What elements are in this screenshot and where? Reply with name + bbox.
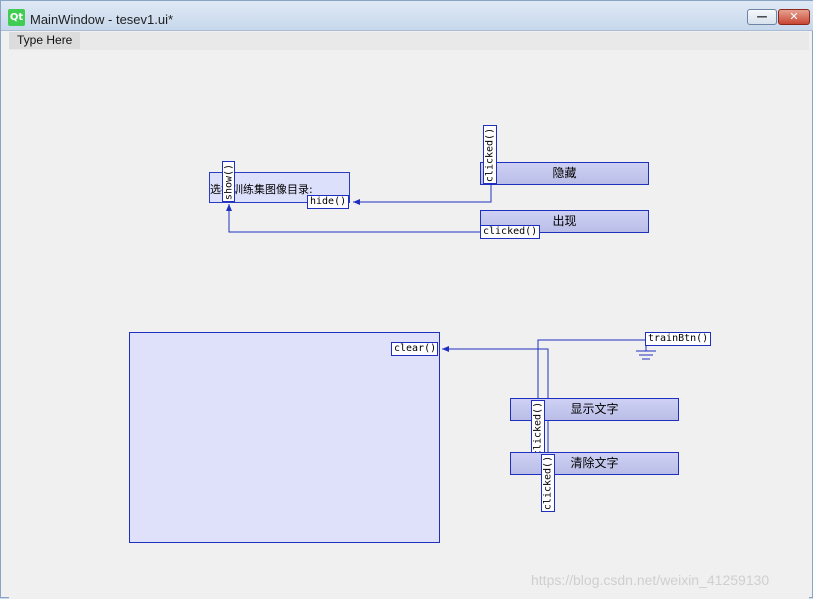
hide-button[interactable]: 隐藏: [480, 162, 649, 185]
signal-cleartext-clicked[interactable]: clicked(): [541, 454, 555, 512]
close-button[interactable]: ✕: [778, 9, 810, 25]
signal-show-clicked[interactable]: clicked(): [480, 225, 540, 239]
title-bar[interactable]: Qt MainWindow - tesev1.ui* — ✕: [1, 1, 813, 31]
signal-showtext-clicked[interactable]: clicked(): [531, 400, 545, 458]
wire-hide: [353, 184, 492, 205]
wire-show: [226, 204, 481, 233]
minimize-button[interactable]: —: [747, 9, 777, 25]
qt-logo-icon: Qt: [8, 9, 25, 26]
ground-icon: [636, 345, 656, 360]
dir-label-text: 选择训练集图像目录:: [210, 183, 313, 196]
wire-train: [537, 339, 645, 401]
slot-show[interactable]: show(): [222, 161, 235, 202]
signal-hide-clicked[interactable]: clicked(): [483, 125, 497, 184]
menu-type-here[interactable]: Type Here: [9, 32, 81, 49]
text-edit[interactable]: [129, 332, 440, 543]
show-text-button[interactable]: 显示文字: [510, 398, 679, 421]
slot-trainbtn[interactable]: trainBtn(): [645, 332, 711, 346]
clear-text-button[interactable]: 清除文字: [510, 452, 679, 475]
slot-clear[interactable]: clear(): [391, 342, 438, 356]
window-title: MainWindow - tesev1.ui*: [30, 12, 174, 27]
watermark: https://blog.csdn.net/weixin_41259130: [531, 572, 770, 588]
slot-hide[interactable]: hide(): [307, 195, 349, 209]
